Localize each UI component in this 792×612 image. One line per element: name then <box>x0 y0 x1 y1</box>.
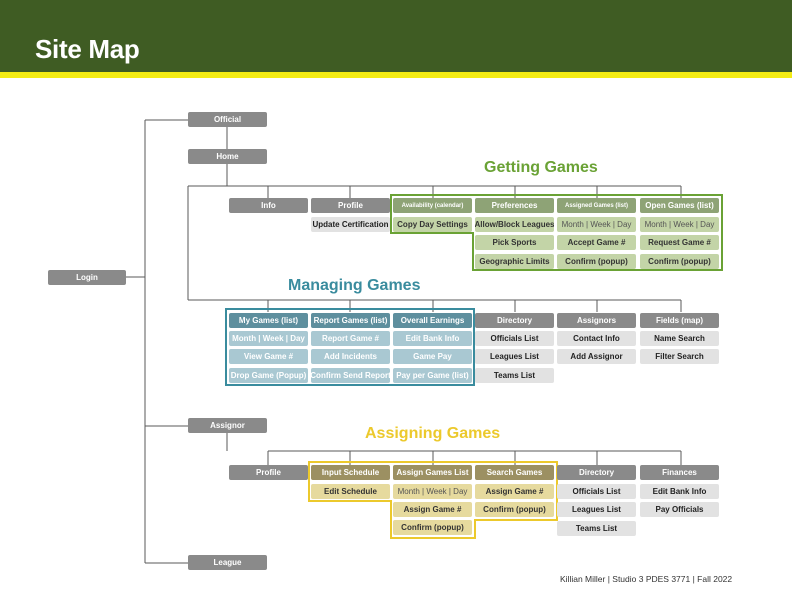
my-games-view-node: Month | Week | Day <box>229 331 308 346</box>
official-directory-node: Directory <box>475 313 554 328</box>
accept-game-node: Accept Game # <box>557 235 636 250</box>
geographic-limits-node: Geographic Limits <box>475 254 554 269</box>
overall-earnings-node: Overall Earnings <box>393 313 472 328</box>
availability-node: Availability (calendar) <box>393 198 472 213</box>
league-node: League <box>188 555 267 570</box>
search-games-node: Search Games <box>475 465 554 480</box>
assignor-directory-node: Directory <box>557 465 636 480</box>
pick-sports-node: Pick Sports <box>475 235 554 250</box>
request-game-node: Request Game # <box>640 235 719 250</box>
copy-day-settings-node: Copy Day Settings <box>393 217 472 232</box>
managing-games-title: Managing Games <box>288 277 421 294</box>
assignors-node: Assignors <box>557 313 636 328</box>
assignor-node: Assignor <box>188 418 267 433</box>
getting-games-title: Getting Games <box>484 159 598 176</box>
drop-game-node: Drop Game (Popup) <box>229 368 308 383</box>
fields-node: Fields (map) <box>640 313 719 328</box>
search-assign-game-node: Assign Game # <box>475 484 554 499</box>
report-game-node: Report Game # <box>311 331 390 346</box>
add-assignor-node: Add Assignor <box>557 349 636 364</box>
open-confirm-node: Confirm (popup) <box>640 254 719 269</box>
managing-games-outline <box>225 308 475 386</box>
edit-bank-info-node: Edit Bank Info <box>393 331 472 346</box>
login-node: Login <box>48 270 126 285</box>
credit-text: Killian Miller | Studio 3 PDES 3771 | Fa… <box>560 574 733 584</box>
official-info-node: Info <box>229 198 308 213</box>
assign-games-view-node: Month | Week | Day <box>393 484 472 499</box>
pay-officials-node: Pay Officials <box>640 502 719 517</box>
assignor-leagues-list-node: Leagues List <box>557 502 636 517</box>
assigning-games-outline <box>308 461 558 539</box>
official-officials-list-node: Officials List <box>475 331 554 346</box>
add-incidents-node: Add Incidents <box>311 349 390 364</box>
game-pay-node: Game Pay <box>393 349 472 364</box>
pay-per-game-node: Pay per Game (list) <box>393 368 472 383</box>
official-teams-list-node: Teams List <box>475 368 554 383</box>
page-title: Site Map <box>35 34 140 64</box>
view-game-node: View Game # <box>229 349 308 364</box>
contact-info-node: Contact Info <box>557 331 636 346</box>
getting-games-outline <box>390 194 723 271</box>
open-games-view-node: Month | Week | Day <box>640 217 719 232</box>
assigned-games-node: Assigned Games (list) <box>557 198 636 213</box>
home-node: Home <box>188 149 267 164</box>
official-leagues-list-node: Leagues List <box>475 349 554 364</box>
assignor-officials-list-node: Officials List <box>557 484 636 499</box>
filter-search-node: Filter Search <box>640 349 719 364</box>
title-bar <box>0 0 792 72</box>
title-bar-stripe <box>0 72 792 78</box>
allow-block-leagues-node: Allow/Block Leagues <box>475 217 554 232</box>
assignor-teams-list-node: Teams List <box>557 521 636 536</box>
official-profile-node: Profile <box>311 198 390 213</box>
my-games-node: My Games (list) <box>229 313 308 328</box>
input-schedule-node: Input Schedule <box>311 465 390 480</box>
report-games-node: Report Games (list) <box>311 313 390 328</box>
assign-confirm-node: Confirm (popup) <box>393 520 472 535</box>
update-certification-node: Update Certification <box>311 217 390 232</box>
assigned-confirm-node: Confirm (popup) <box>557 254 636 269</box>
edit-schedule-node: Edit Schedule <box>311 484 390 499</box>
finances-edit-bank-info-node: Edit Bank Info <box>640 484 719 499</box>
finances-node: Finances <box>640 465 719 480</box>
assignor-profile-node: Profile <box>229 465 308 480</box>
assigning-games-title: Assigning Games <box>365 425 501 442</box>
search-confirm-node: Confirm (popup) <box>475 502 554 517</box>
confirm-send-report-node: Confirm Send Report <box>311 368 390 383</box>
open-games-node: Open Games (list) <box>640 198 719 213</box>
assign-games-list-node: Assign Games List <box>393 465 472 480</box>
assigned-games-view-node: Month | Week | Day <box>557 217 636 232</box>
official-node: Official <box>188 112 267 127</box>
preferences-node: Preferences <box>475 198 554 213</box>
name-search-node: Name Search <box>640 331 719 346</box>
assign-game-node: Assign Game # <box>393 502 472 517</box>
